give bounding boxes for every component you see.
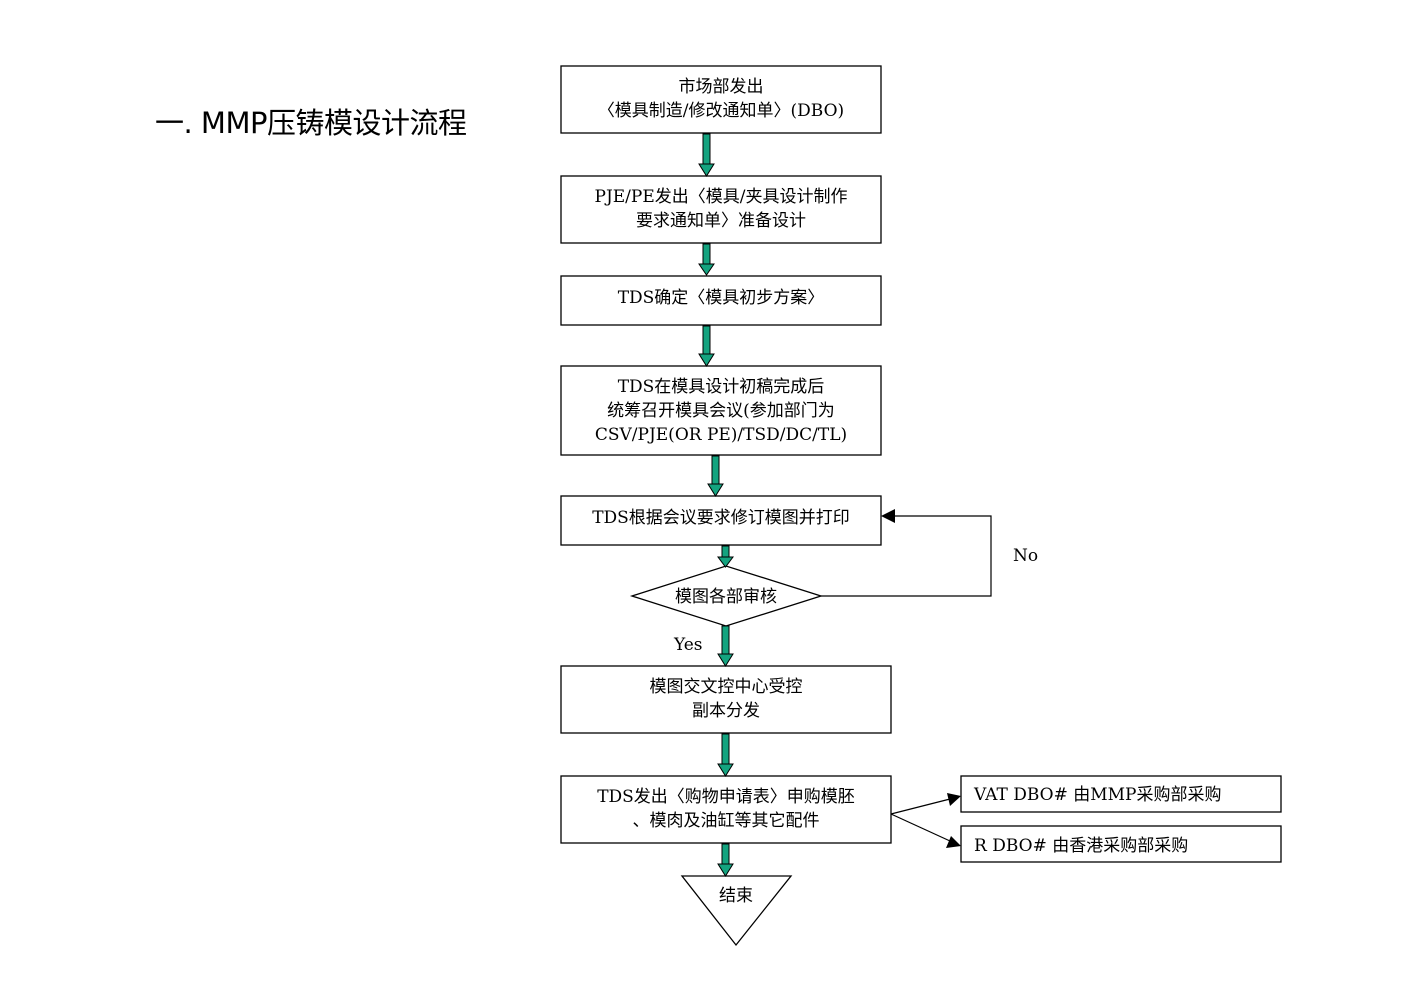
step-revise-print-box: [560, 495, 882, 546]
arrow-step6-to-step7: [717, 733, 734, 777]
arrow-step2-to-step3: [698, 243, 715, 276]
step-document-control-line-1: 模图交文控中心受控: [650, 677, 803, 697]
yes-label: Yes: [673, 635, 703, 655]
side-vat-dbo-label: VAT DBO# 由MMP采购部采购: [973, 785, 1222, 805]
step-design-request-line-1: PJE/PE发出〈模具/夹具设计制作: [595, 187, 848, 207]
connector-to-vat-dbo: [890, 798, 951, 815]
end-label: 结束: [719, 886, 753, 906]
decision-review-label: 模图各部审核: [675, 587, 777, 607]
end-triangle: [680, 875, 793, 947]
no-loop-connector: [821, 515, 992, 597]
step-purchase-request-line-1: TDS发出〈购物申请表〉申购模胚: [597, 787, 855, 807]
step-revise-print-line-1: TDS根据会议要求修订模图并打印: [592, 508, 850, 528]
arrowhead-r-dbo: [946, 836, 961, 848]
arrowhead-vat-dbo: [947, 793, 961, 806]
arrow-step7-to-end: [717, 843, 734, 877]
arrow-step3-to-step4: [698, 325, 715, 367]
step-meeting-line-1: TDS在模具设计初稿完成后: [618, 377, 825, 397]
side-vat-dbo-box: [960, 775, 1282, 813]
arrow-step1-to-step2: [698, 133, 715, 177]
step-preliminary-plan-line-1: TDS确定〈模具初步方案〉: [618, 288, 825, 308]
step-purchase-request-box: [560, 775, 892, 844]
page-title: 一. MMP压铸模设计流程: [155, 106, 467, 140]
arrow-step4-to-step5: [707, 455, 724, 497]
arrow-step5-to-decision: [717, 545, 734, 568]
step-design-request-line-2: 要求通知单〉准备设计: [636, 211, 806, 231]
side-r-dbo-box: [960, 825, 1282, 863]
step-design-request-box: [560, 175, 882, 244]
step-meeting-box: [560, 365, 882, 456]
step-document-control-line-2: 副本分发: [692, 701, 760, 721]
step-purchase-request-line-2: 、模肉及油缸等其它配件: [633, 810, 820, 831]
step-notice-line-2: 〈模具制造/修改通知单〉(DBO): [598, 101, 844, 121]
step-notice-line-1: 市场部发出: [679, 77, 764, 97]
step-preliminary-plan-box: [560, 275, 882, 326]
arrow-decision-to-step6: [717, 625, 734, 667]
no-loop-arrowhead: [881, 509, 895, 523]
connector-to-r-dbo: [890, 813, 951, 842]
side-r-dbo-label: R DBO# 由香港采购部采购: [974, 836, 1188, 856]
no-label: No: [1013, 546, 1038, 566]
step-meeting-line-2: 统筹召开模具会议(参加部门为: [607, 401, 835, 421]
step-notice-box: [560, 65, 882, 134]
step-meeting-line-3: CSV/PJE(OR PE)/TSD/DC/TL): [595, 425, 847, 445]
